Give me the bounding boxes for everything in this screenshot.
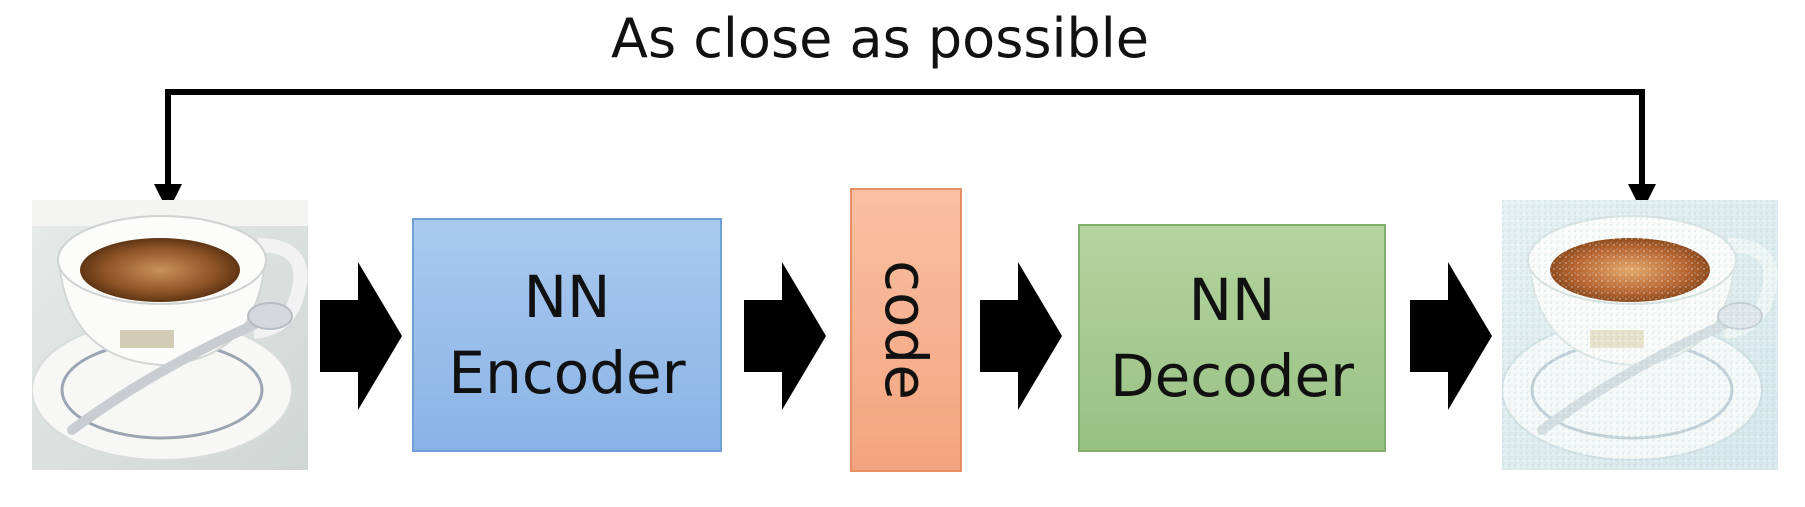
connector-line: [165, 89, 1645, 212]
right-arrow-icon: [1410, 262, 1492, 410]
code-box: code: [850, 188, 962, 472]
connector-arrowhead-right: [1628, 184, 1656, 212]
code-label: code: [872, 260, 940, 400]
right-arrow-icon: [320, 262, 402, 410]
connector-arrowhead-left: [154, 184, 182, 212]
right-arrow-icon: [980, 262, 1062, 410]
nn-decoder-box: NN Decoder: [1078, 224, 1386, 452]
nn-encoder-box: NN Encoder: [412, 218, 722, 452]
nn-decoder-label: NN Decoder: [1109, 266, 1355, 410]
input-image: [32, 200, 308, 470]
output-image: [1502, 200, 1778, 470]
diagram-title: As close as possible: [611, 7, 1149, 70]
right-arrow-icon: [744, 262, 826, 410]
nn-encoder-label: NN Encoder: [448, 263, 686, 407]
